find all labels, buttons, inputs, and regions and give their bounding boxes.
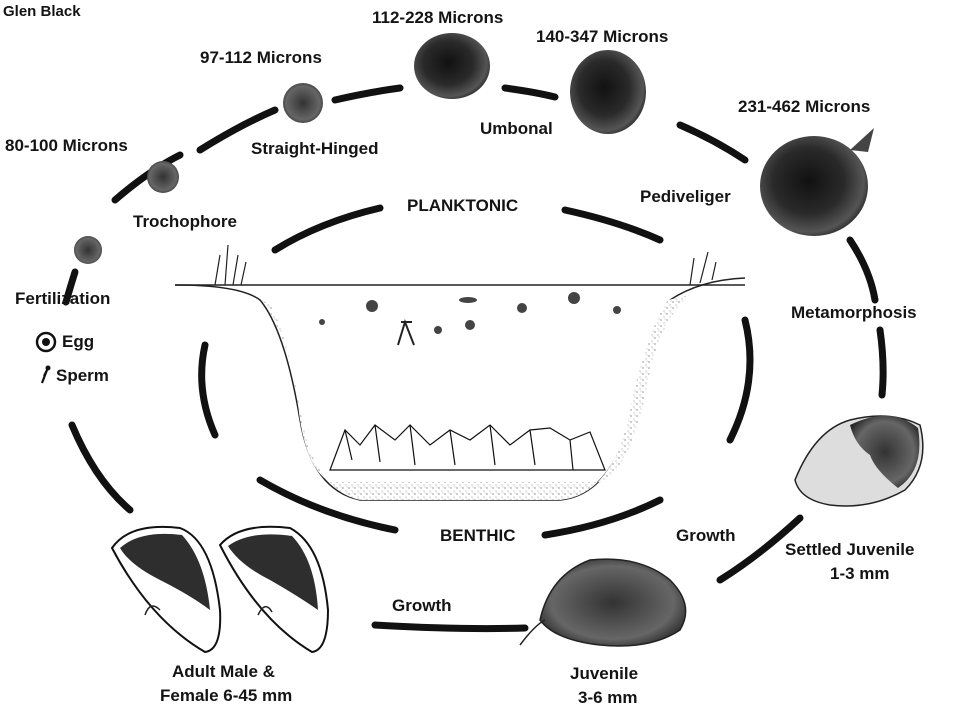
lake-cross-section xyxy=(174,244,746,501)
larva-icon xyxy=(74,33,874,264)
inner-ring xyxy=(198,204,754,539)
umbonal-size-label-2: 140-347 Microns xyxy=(536,27,669,46)
egg-icon xyxy=(35,331,57,353)
trochophore-label: Trochophore xyxy=(133,212,237,231)
pediveliger-size-label: 231-462 Microns xyxy=(738,97,871,116)
adult-label-2: Female 6-45 mm xyxy=(160,686,293,705)
adult-label-1: Adult Male & xyxy=(172,662,275,681)
outer-cycle-ring xyxy=(62,84,887,633)
growth-right-label: Growth xyxy=(676,526,736,545)
straight-hinged-size-label: 97-112 Microns xyxy=(200,48,322,67)
sperm-label: Sperm xyxy=(56,366,109,385)
umbonal-label: Umbonal xyxy=(480,119,553,138)
juvenile-size-label: 3-6 mm xyxy=(578,688,638,707)
mussel-icon xyxy=(110,525,330,654)
fertilization-label: Fertilization xyxy=(15,289,111,308)
straight-hinged-label: Straight-Hinged xyxy=(251,139,379,158)
pediveliger-label: Pediveliger xyxy=(640,187,731,206)
metamorphosis-label: Metamorphosis xyxy=(791,303,917,322)
umbonal-size-label-1: 112-228 Microns xyxy=(372,8,504,27)
juvenile-label: Juvenile xyxy=(570,664,639,683)
credit-label: Glen Black xyxy=(3,3,81,20)
egg-label: Egg xyxy=(62,332,95,351)
settled-juvenile-label: Settled Juvenile xyxy=(785,540,915,559)
settled-juvenile-size-label: 1-3 mm xyxy=(830,564,890,583)
growth-bottom-label: Growth xyxy=(392,596,452,615)
trochophore-size-label: 80-100 Microns xyxy=(5,136,128,155)
settled-juvenile-icon xyxy=(794,415,924,507)
juvenile-cluster-icon xyxy=(519,558,687,647)
planktonic-zone-label: PLANKTONIC xyxy=(407,196,519,215)
benthic-zone-label: BENTHIC xyxy=(440,526,516,545)
sperm-icon xyxy=(40,365,51,384)
